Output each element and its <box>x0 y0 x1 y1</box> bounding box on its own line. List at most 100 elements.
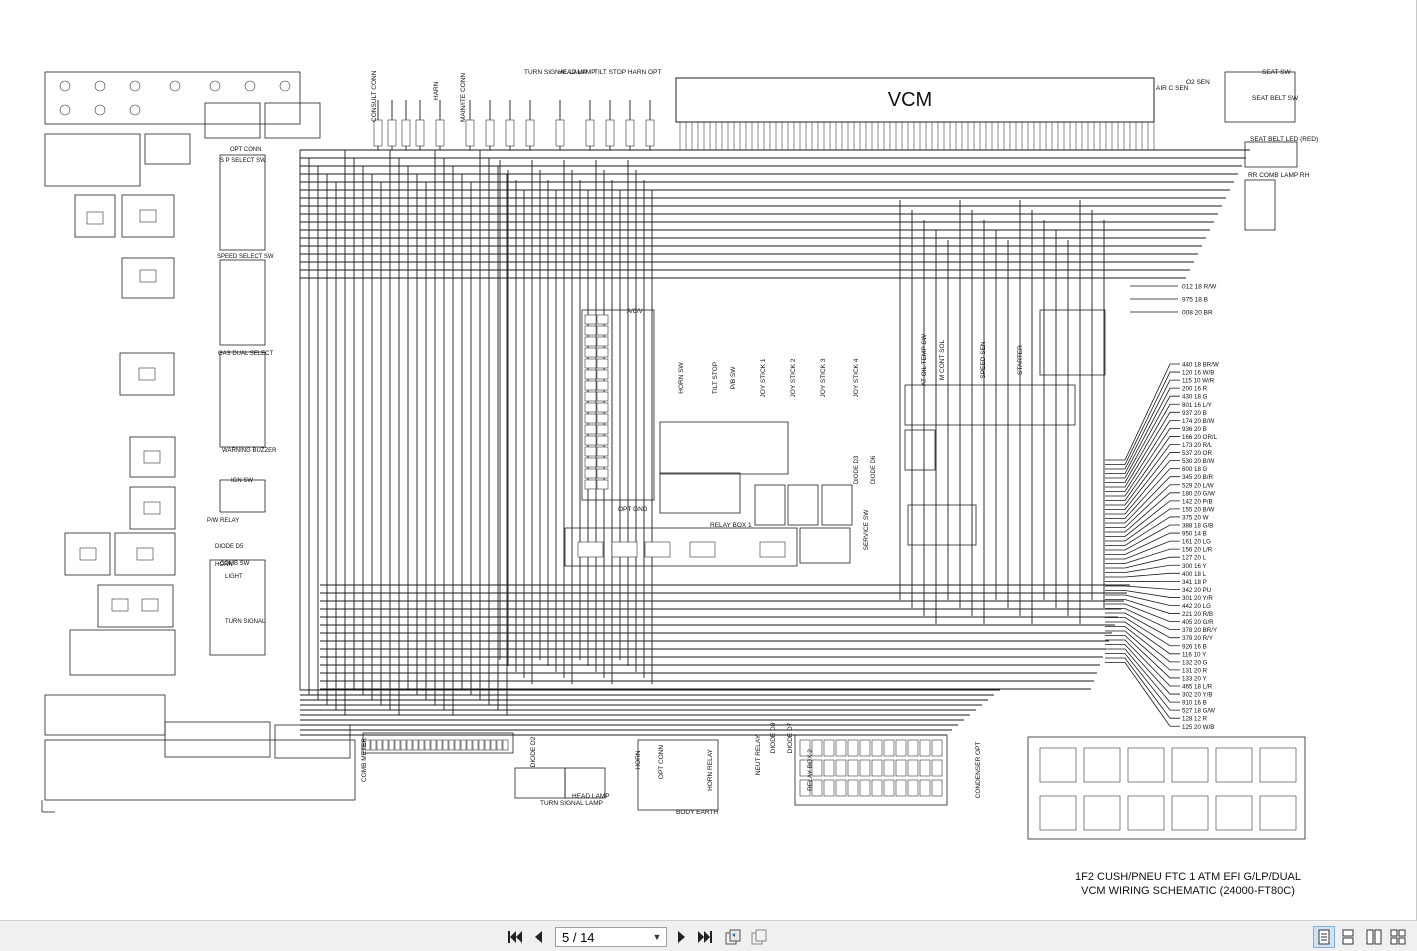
left-label: DIODE D5 <box>215 544 244 550</box>
wire-label: 375 20 W <box>1182 514 1209 521</box>
wire-label: 008 20 BR <box>1182 310 1213 317</box>
wire-label: 440 18 BR/W <box>1182 362 1219 369</box>
wire-label: 379 20 R/Y <box>1182 635 1213 642</box>
component-label: DIODE D3 <box>854 455 860 484</box>
component-label: P/B SW <box>730 366 737 390</box>
top-label: TILT STOP HARN OPT <box>594 69 661 76</box>
component-label: M CONT SOL <box>939 339 946 380</box>
component-label: JOY STICK 4 <box>853 358 860 397</box>
wire-label: 400 18 L <box>1182 571 1207 578</box>
left-label: LIGHT <box>225 574 243 580</box>
continuous-facing-icon[interactable] <box>1387 926 1409 948</box>
wire-label: 926 16 B <box>1182 643 1207 650</box>
wire-label: 341 18 P <box>1182 579 1207 586</box>
wire-label: 142 20 P/B <box>1182 498 1213 505</box>
bottom-label: HEAD LAMP <box>572 793 610 800</box>
rotate-page-icon[interactable] <box>723 927 743 947</box>
left-label: COMB SW <box>220 561 250 567</box>
component-label: JOY STICK 3 <box>820 358 827 397</box>
dropdown-icon[interactable]: ▼ <box>652 932 662 942</box>
wire-label: 128 12 R <box>1182 716 1208 723</box>
component-label: A/C/V <box>627 309 643 315</box>
top-label: HEAD LAMP <box>558 69 596 76</box>
wire-label: 125 20 W/B <box>1182 724 1214 731</box>
wire-label: 115 10 W/R <box>1182 378 1215 385</box>
wire-label: 300 16 Y <box>1182 563 1207 570</box>
wire-label: 342 20 PU <box>1182 587 1211 594</box>
wire-label: 221 20 R/B <box>1182 611 1213 618</box>
top-label: CONSULT CONN <box>371 70 378 122</box>
left-label: S P SELECT SW <box>220 158 266 164</box>
last-page-icon[interactable] <box>695 927 715 947</box>
wire-label: 156 20 L/R <box>1182 547 1213 554</box>
top-label: SEAT BELT LED (RED) <box>1250 136 1318 143</box>
wire-label: 527 18 G/W <box>1182 708 1215 715</box>
wire-label: 131 20 R <box>1182 667 1208 674</box>
wire-label: 975 18 B <box>1182 297 1208 304</box>
wire-label: 430 18 G <box>1182 394 1208 401</box>
wire-label: 301 20 Y/R <box>1182 595 1213 602</box>
bottom-label: DIODE D2 <box>530 736 537 767</box>
wire-label: 950 14 B <box>1182 531 1207 538</box>
page-number-field[interactable]: ▼ <box>555 927 667 947</box>
wire-label: 345 20 B/R <box>1182 474 1213 481</box>
bottom-label: HORN RELAY <box>707 748 714 790</box>
component-label: AT OIL TEMP SW <box>921 333 928 386</box>
bottom-label: DIODE D8 <box>770 722 777 753</box>
left-label: GAS DUAL SELECT <box>218 351 273 357</box>
top-label: SEAT BELT SW <box>1252 95 1299 102</box>
component-label: JOY STICK 1 <box>760 358 767 397</box>
component-label: STARTER <box>1017 345 1024 375</box>
left-label: SPEED SELECT SW <box>217 254 274 260</box>
left-label: HORN <box>215 562 233 568</box>
wire-label: 388 18 G/B <box>1182 523 1213 530</box>
next-page-icon[interactable] <box>672 927 692 947</box>
bottom-label: DIODE D7 <box>787 722 794 753</box>
facing-icon[interactable] <box>1363 926 1385 948</box>
wire-label: 012 18 R/W <box>1182 284 1217 291</box>
left-label: OPT CONN <box>230 147 262 153</box>
wire-label: 132 20 G <box>1182 659 1208 666</box>
single-page-icon[interactable] <box>1313 926 1335 948</box>
schematic-title-line2: VCM WIRING SCHEMATIC (24000-FT80C) <box>1081 885 1295 897</box>
wire-label: 910 16 B <box>1182 700 1207 707</box>
page-input[interactable] <box>560 928 648 946</box>
top-label: MAIN/ITE CONN <box>460 73 467 122</box>
wire-label: 537 20 OR <box>1182 450 1212 457</box>
first-page-icon[interactable] <box>505 927 525 947</box>
wire-label: 200 16 R <box>1182 386 1208 393</box>
component-label: OPT GND <box>618 506 648 513</box>
wire-label: 465 18 L/R <box>1182 684 1213 691</box>
top-label: O2 SEN <box>1186 79 1210 86</box>
wire-label: 600 18 G <box>1182 466 1208 473</box>
component-label: DIODE D6 <box>871 455 877 484</box>
wire-label: 166 20 OR/L <box>1182 434 1218 441</box>
wire-label: 120 16 W/B <box>1182 370 1214 377</box>
left-label: IGN SW <box>231 478 253 484</box>
wire-label: 174 20 B/W <box>1182 418 1214 425</box>
wire-label: 127 20 L <box>1182 555 1207 562</box>
component-label: SPEED SEN <box>980 341 987 379</box>
wire-label: 529 20 L/W <box>1182 482 1214 489</box>
top-label: SEAT SW <box>1262 69 1292 76</box>
top-label: AIR C SEN <box>1156 85 1189 92</box>
wire-label: 161 20 LG <box>1182 539 1211 546</box>
component-label: TILT STOP <box>712 362 719 394</box>
prev-page-icon[interactable] <box>528 927 548 947</box>
wire-label: 378 20 BR/Y <box>1182 627 1217 634</box>
top-label: HARN <box>433 81 440 100</box>
wire-label: 116 10 Y <box>1182 651 1206 658</box>
continuous-icon[interactable] <box>1337 926 1359 948</box>
wire-label: 442 20 LG <box>1182 603 1211 610</box>
wire-label: 133 20 Y <box>1182 675 1207 682</box>
wire-label: 405 20 G/R <box>1182 619 1214 626</box>
bottom-label: TURN SIGNAL LAMP <box>540 800 603 807</box>
bottom-label: NEUT RELAY <box>755 734 762 775</box>
wire-label: 173 20 R/L <box>1182 442 1213 449</box>
viewer-toolbar: ▼ <box>0 920 1417 951</box>
fit-page-icon[interactable] <box>749 927 769 947</box>
wire-label: 936 20 B <box>1182 426 1207 433</box>
left-label: TURN SIGNAL <box>225 619 266 625</box>
